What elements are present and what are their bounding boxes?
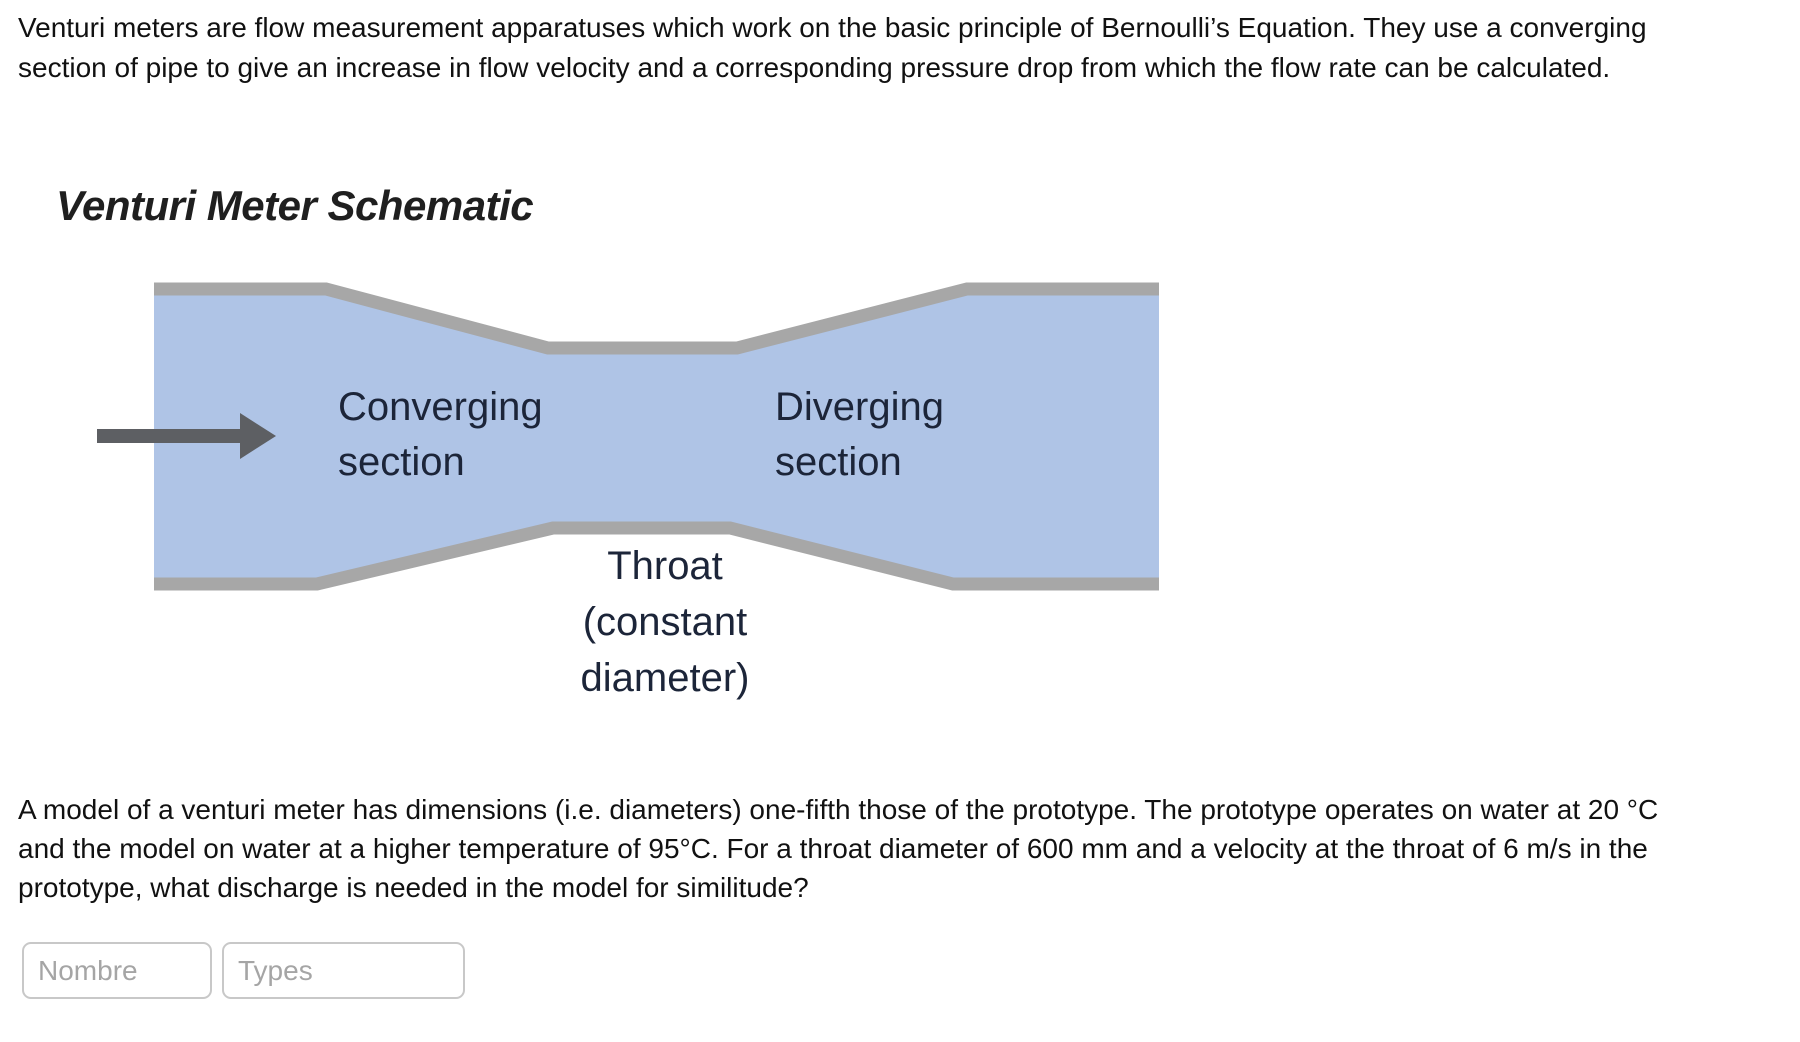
diverging-section-label: Diverging section: [775, 380, 944, 490]
question-paragraph: A model of a venturi meter has dimension…: [18, 790, 1658, 907]
throat-label-line-1: Throat: [607, 544, 723, 588]
flow-arrow-icon: [97, 413, 276, 459]
intro-paragraph: Venturi meters are flow measurement appa…: [18, 8, 1647, 88]
pipe-wall-bottom: [154, 521, 1159, 591]
pipe-body: [154, 283, 1159, 590]
nombre-input[interactable]: [22, 942, 212, 999]
throat-label-line-3: diameter): [580, 656, 750, 700]
diverging-label-line-2: section: [775, 440, 902, 484]
converging-label-line-1: Converging: [338, 385, 543, 429]
question-line-2: and the model on water at a higher tempe…: [18, 833, 1648, 864]
intro-line-2: section of pipe to give an increase in f…: [18, 52, 1611, 83]
diverging-label-line-1: Diverging: [775, 385, 944, 429]
schematic-title: Venturi Meter Schematic: [56, 182, 534, 229]
converging-section-label: Converging section: [338, 380, 543, 490]
types-input[interactable]: [222, 942, 465, 999]
question-line-1: A model of a venturi meter has dimension…: [18, 794, 1659, 825]
throat-label: Throat (constant diameter): [540, 538, 790, 706]
pipe-wall-top: [154, 282, 1159, 355]
throat-label-line-2: (constant: [582, 600, 748, 644]
question-line-3: prototype, what discharge is needed in t…: [18, 872, 809, 903]
converging-label-line-2: section: [338, 440, 465, 484]
intro-line-1: Venturi meters are flow measurement appa…: [18, 12, 1647, 43]
flow-arrow-head: [240, 413, 276, 459]
